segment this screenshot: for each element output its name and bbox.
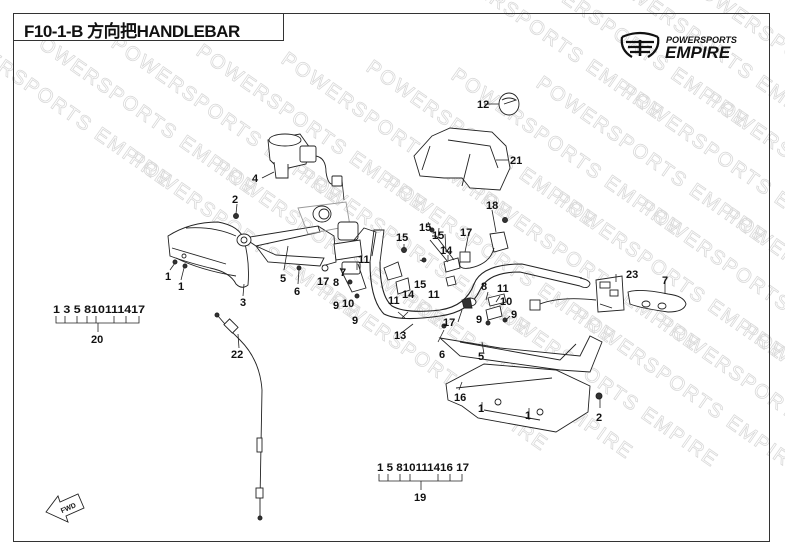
callout-13: 13	[394, 330, 406, 342]
kit-20-number: 20	[91, 334, 103, 346]
page-title: F10-1-B 方向把HANDLEBAR	[24, 22, 240, 41]
callout-17-b: 17	[460, 227, 472, 239]
handlebar-clamps	[383, 235, 507, 321]
callout-9-left-b: 9	[352, 315, 358, 327]
right-throttle-grip	[627, 289, 687, 313]
callout-11-left: 11	[358, 254, 370, 266]
callout-12: 12	[477, 99, 489, 111]
callout-7-left: 7	[340, 267, 346, 279]
callout-1-left-a: 1	[165, 271, 171, 283]
right-brace-bracket	[438, 335, 603, 373]
callout-4: 4	[252, 173, 259, 185]
kit-19-members: 1 5 810111416 17	[377, 462, 469, 474]
callout-7-right: 7	[662, 275, 668, 287]
callout-23: 23	[626, 269, 638, 281]
callout-9-right-b: 9	[511, 309, 517, 321]
callout-2-right: 2	[596, 412, 602, 424]
callout-numbers: 2 1 1 3 4 5 6 7 17 8 9 10 9 11 15 11 14 …	[165, 99, 668, 424]
right-switch-housing	[595, 275, 625, 313]
callout-17-c: 17	[443, 317, 455, 329]
callout-18: 18	[486, 200, 498, 212]
callout-3: 3	[240, 297, 246, 309]
callout-8-left: 8	[333, 277, 339, 289]
callout-9-left-a: 9	[333, 300, 339, 312]
handlebar-tube	[369, 229, 591, 320]
callout-1-left-b: 1	[178, 281, 184, 293]
callout-6-left: 6	[294, 286, 300, 298]
wing-emblem-icon	[620, 31, 660, 58]
drawing-frame	[13, 13, 770, 542]
kit-19-number: 19	[414, 492, 426, 504]
left-brake-master-cylinder	[297, 201, 377, 293]
logo-line1: POWERSPORTS	[666, 35, 737, 45]
logo-line2: EMPIRE	[665, 43, 731, 62]
instrument-cover	[413, 127, 511, 191]
callout-15-c: 15	[419, 222, 431, 234]
callout-14-b: 14	[440, 245, 453, 257]
callout-21: 21	[510, 155, 522, 167]
powersports-empire-logo: POWERSPORTS EMPIRE	[620, 31, 737, 62]
callout-16: 16	[454, 392, 466, 404]
left-brace-bracket	[236, 225, 337, 267]
callout-5-right: 5	[478, 351, 484, 363]
callout-15-a: 15	[396, 232, 408, 244]
callout-6-right: 6	[439, 349, 445, 361]
callout-10-right: 10	[500, 296, 512, 308]
callout-1-right-b: 1	[525, 410, 531, 422]
callout-11-c: 11	[428, 289, 440, 301]
callout-14-a: 14	[402, 289, 415, 301]
forward-direction-arrow: FWD	[45, 493, 85, 523]
callout-1-right-a: 1	[478, 403, 484, 415]
title-block: F10-1-B 方向把HANDLEBAR	[13, 13, 284, 41]
right-lever-cable	[529, 298, 597, 311]
callout-15-d: 15	[432, 230, 444, 242]
callout-10-left: 10	[342, 298, 354, 310]
callout-11-d: 11	[497, 283, 509, 295]
brake-lever-switch-assembly	[267, 133, 343, 187]
kit-20-members: 1 3 5 810111417	[53, 304, 145, 316]
right-hand-guard	[445, 363, 591, 433]
callout-17-left: 17	[317, 276, 329, 288]
callout-15-b: 15	[414, 279, 426, 291]
callout-2-left: 2	[232, 194, 238, 206]
kit-20-group: 1 3 5 810111417 20	[53, 304, 145, 346]
callout-22: 22	[231, 349, 243, 361]
left-hand-guard	[167, 221, 249, 288]
leader-lines	[169, 103, 666, 420]
callout-8-right: 8	[481, 281, 487, 293]
throttle-cable	[214, 312, 264, 521]
callout-5-left: 5	[280, 273, 286, 285]
kit-19-group: 1 5 810111416 17 19	[377, 462, 469, 504]
callout-11-b: 11	[388, 295, 400, 307]
callout-9-right-a: 9	[476, 314, 482, 326]
